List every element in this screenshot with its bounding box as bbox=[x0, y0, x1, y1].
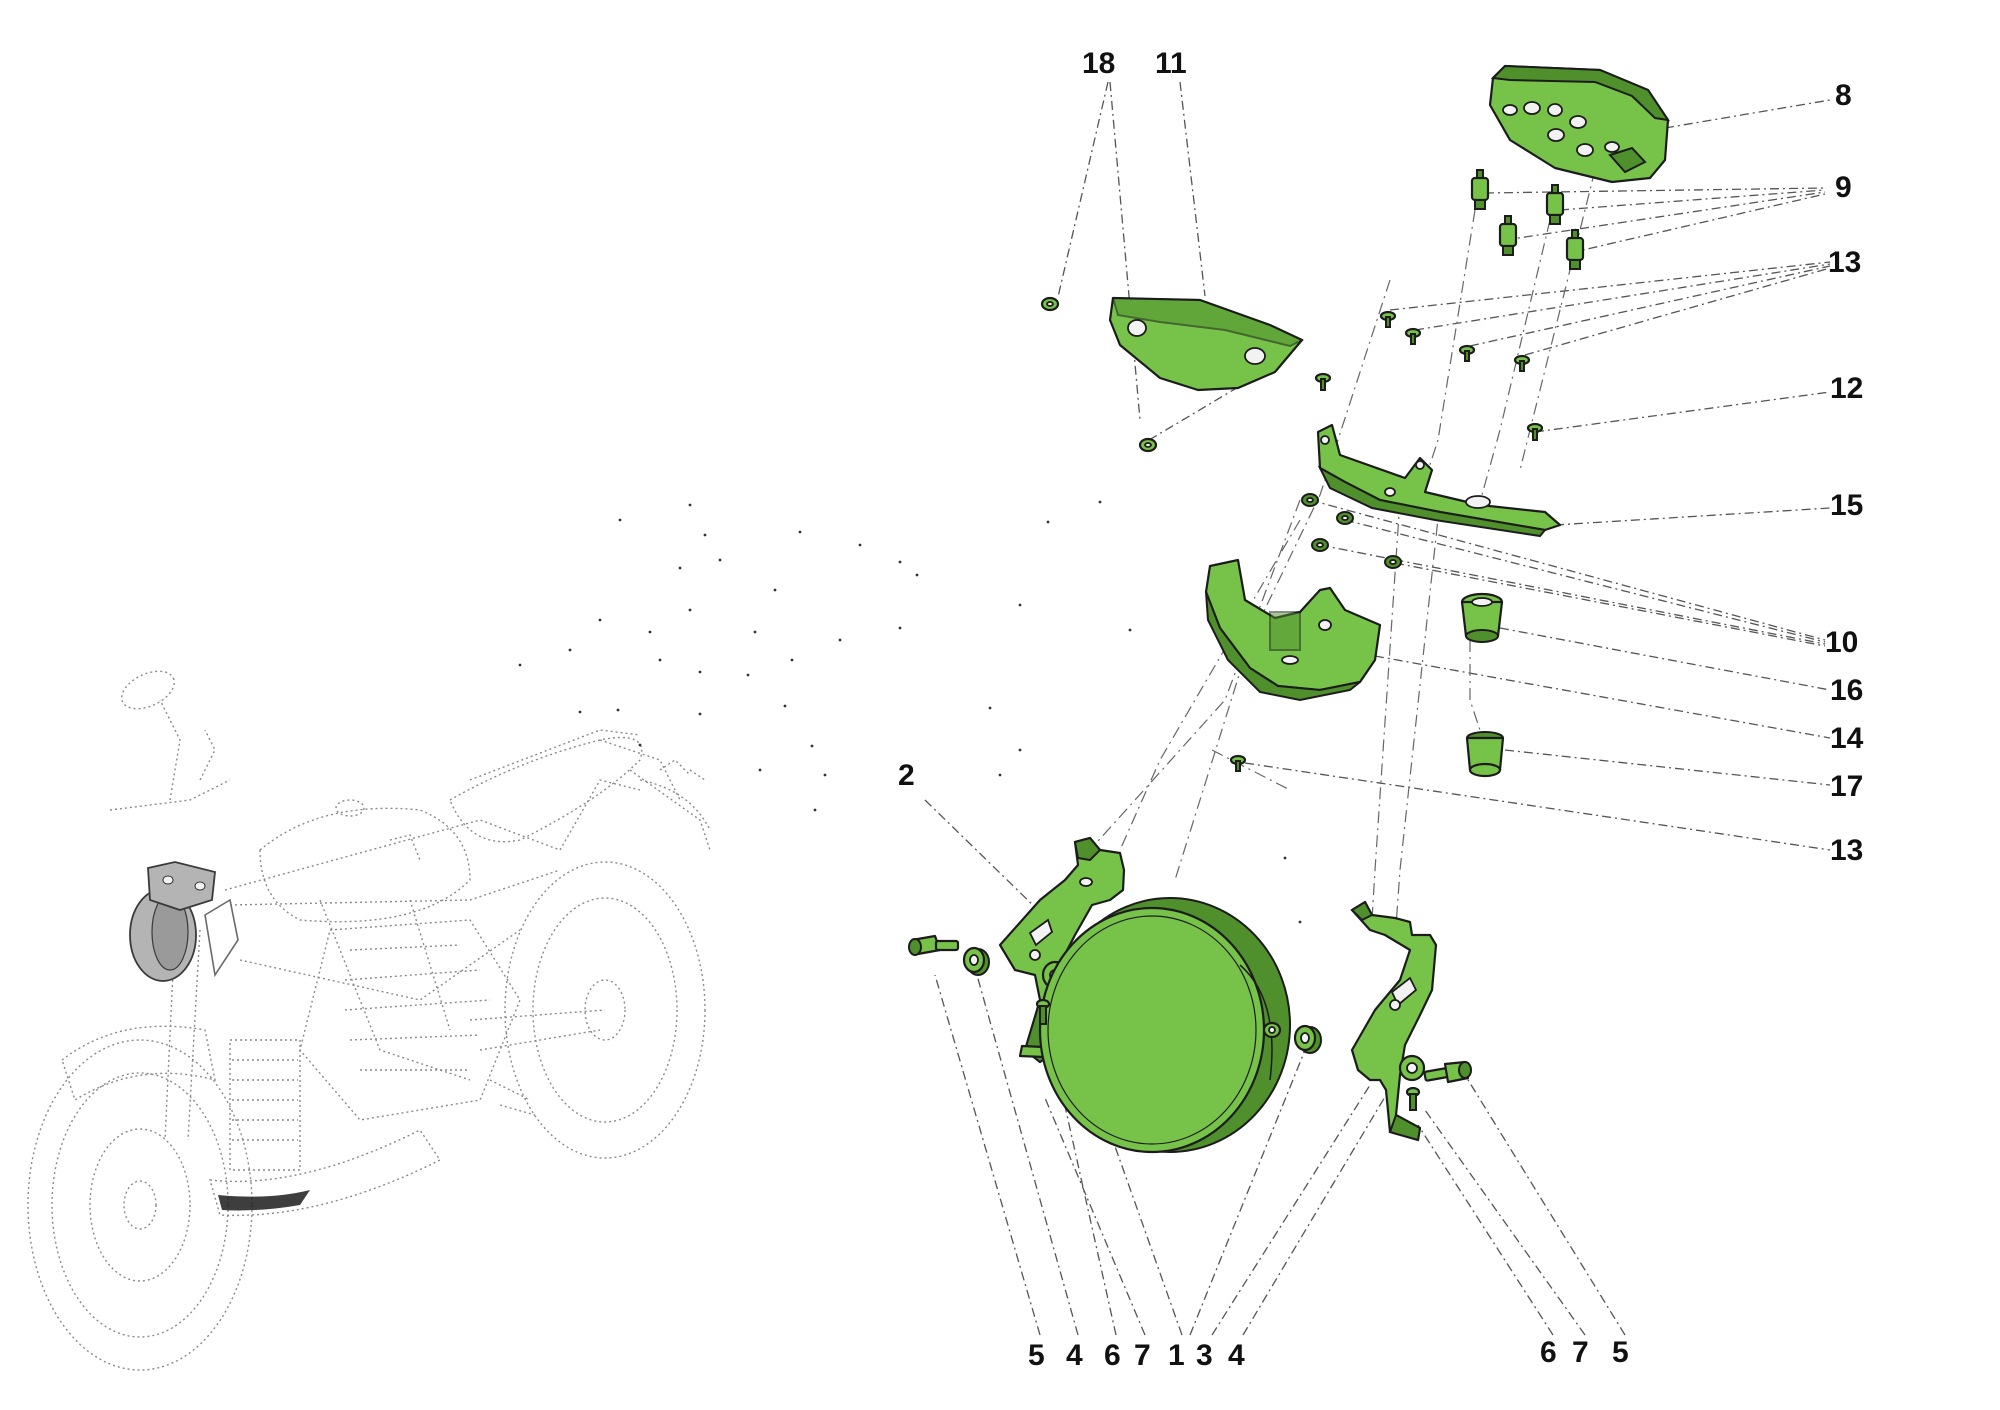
bolt-part-5-right bbox=[1423, 1060, 1472, 1084]
cap-part-17 bbox=[1465, 731, 1505, 778]
lower-cover-part-14 bbox=[1204, 558, 1382, 702]
callout-16: 16 bbox=[1830, 674, 1863, 707]
callout-labels: 18 11 8 9 13 12 15 10 16 14 17 13 2 5 4 … bbox=[898, 47, 1864, 1372]
callout-10: 10 bbox=[1825, 626, 1858, 659]
screw-part-12 bbox=[1314, 372, 1544, 441]
socket-part-16 bbox=[1460, 592, 1504, 643]
headlight-bracket-right bbox=[1350, 900, 1438, 1142]
bolt-part-6-left bbox=[1035, 998, 1051, 1025]
callout-5-right: 5 bbox=[1612, 1336, 1629, 1369]
bolt-part-5-left bbox=[908, 934, 960, 956]
spacer-part-3 bbox=[1293, 1024, 1322, 1054]
callout-11: 11 bbox=[1155, 47, 1187, 80]
washer-part-4-left bbox=[962, 946, 990, 976]
callout-13-top: 13 bbox=[1828, 246, 1861, 279]
callout-17: 17 bbox=[1830, 770, 1863, 803]
callout-13-mid: 13 bbox=[1830, 834, 1863, 867]
projection-dots bbox=[518, 500, 1302, 924]
callout-6-right: 6 bbox=[1540, 1336, 1557, 1369]
leader-lines bbox=[924, 81, 1831, 1336]
screw-part-13-mid bbox=[1229, 754, 1247, 772]
callout-9: 9 bbox=[1835, 171, 1852, 204]
callout-12: 12 bbox=[1830, 372, 1863, 405]
nuts-part-10 bbox=[1301, 493, 1402, 569]
headlight-part-1 bbox=[1038, 897, 1291, 1154]
callout-2: 2 bbox=[898, 759, 915, 792]
instrument-cluster-part-8 bbox=[1488, 64, 1671, 184]
callout-4-left: 4 bbox=[1066, 1339, 1083, 1372]
callout-5-left: 5 bbox=[1028, 1339, 1045, 1372]
mounting-bracket-part-15 bbox=[1316, 423, 1562, 538]
motorcycle-reference-drawing bbox=[27, 670, 711, 1371]
callout-3: 3 bbox=[1196, 1339, 1213, 1372]
callout-7-right: 7 bbox=[1572, 1336, 1589, 1369]
instrument-cover-part-11 bbox=[1108, 296, 1305, 392]
callout-14: 14 bbox=[1830, 722, 1864, 755]
rubber-mounts-part-9 bbox=[1470, 169, 1585, 270]
bolt-part-6-right bbox=[1405, 1086, 1421, 1111]
callout-4-right: 4 bbox=[1228, 1339, 1245, 1372]
callout-18: 18 bbox=[1082, 47, 1115, 80]
callout-7-left: 7 bbox=[1134, 1339, 1151, 1372]
screws-part-13-top bbox=[1379, 310, 1531, 372]
grommets-part-18 bbox=[1040, 296, 1158, 453]
callout-1: 1 bbox=[1168, 1339, 1185, 1372]
callout-15: 15 bbox=[1830, 489, 1863, 522]
callout-6-left: 6 bbox=[1104, 1339, 1121, 1372]
callout-8: 8 bbox=[1835, 79, 1852, 112]
